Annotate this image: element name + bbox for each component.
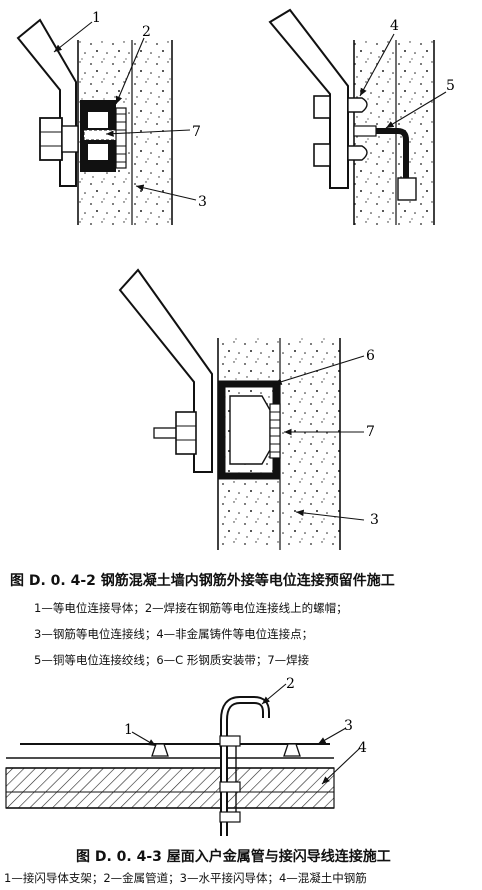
fig1-center-detail bbox=[118, 268, 365, 550]
fig2-callout-1: 1 bbox=[124, 722, 133, 738]
non-metal-cast-point bbox=[347, 145, 368, 161]
weld-plate bbox=[269, 403, 281, 459]
fig2-callout-3: 3 bbox=[344, 718, 353, 734]
fig2-callout-2: 2 bbox=[286, 676, 295, 692]
fig1-right-detail bbox=[268, 8, 447, 225]
callout-7: 7 bbox=[366, 424, 375, 440]
equipotential-conductor bbox=[118, 268, 213, 473]
equipotential-conductor bbox=[268, 8, 349, 189]
equipotential-conductor bbox=[16, 18, 77, 187]
callout-3: 3 bbox=[198, 194, 207, 210]
copper-stranded-wire bbox=[376, 128, 409, 200]
fig2-caption-title: 图 D. 0. 4-3 屋面入户金属管与接闪导线连接施工 bbox=[76, 849, 391, 865]
callout-1: 1 bbox=[92, 10, 101, 26]
fig1-left-detail bbox=[16, 18, 197, 225]
non-metal-cast-point bbox=[347, 97, 368, 113]
roof-slab bbox=[5, 767, 335, 809]
bolt-head bbox=[39, 117, 63, 161]
fig1-caption-title: 图 D. 0. 4-2 钢筋混凝土墙内钢筋外接等电位连接预留件施工 bbox=[10, 573, 395, 589]
fig2-callout-4: 4 bbox=[358, 740, 367, 756]
fig2-caption-line-1: 1—接闪导体支架；2—金属管道；3—水平接闪导体；4—混凝土中钢筋 bbox=[4, 871, 367, 885]
bolt-head bbox=[175, 411, 197, 455]
bolt-head bbox=[313, 143, 331, 167]
conductor-support bbox=[283, 743, 301, 757]
callout-6: 6 bbox=[366, 348, 375, 364]
fig1-caption-line-1: 1—等电位连接导体；2—焊接在钢筋等电位连接线上的螺帽； bbox=[34, 601, 348, 615]
weld-plate bbox=[115, 107, 127, 169]
callout-7: 7 bbox=[192, 124, 201, 140]
bolt-head bbox=[313, 95, 331, 119]
callout-4: 4 bbox=[390, 18, 399, 34]
fig1-caption-line-3: 5—铜等电位连接绞线；6—C 形钢质安装带；7—焊接 bbox=[34, 653, 310, 667]
callout-2: 2 bbox=[142, 24, 151, 40]
callout-3: 3 bbox=[370, 512, 379, 528]
fig1-caption-line-2: 3—钢筋等电位连接线；4—非金属铸件等电位连接点； bbox=[34, 627, 314, 641]
fig2-detail bbox=[5, 683, 361, 836]
callout-5: 5 bbox=[446, 78, 455, 94]
conductor-support bbox=[151, 743, 169, 757]
